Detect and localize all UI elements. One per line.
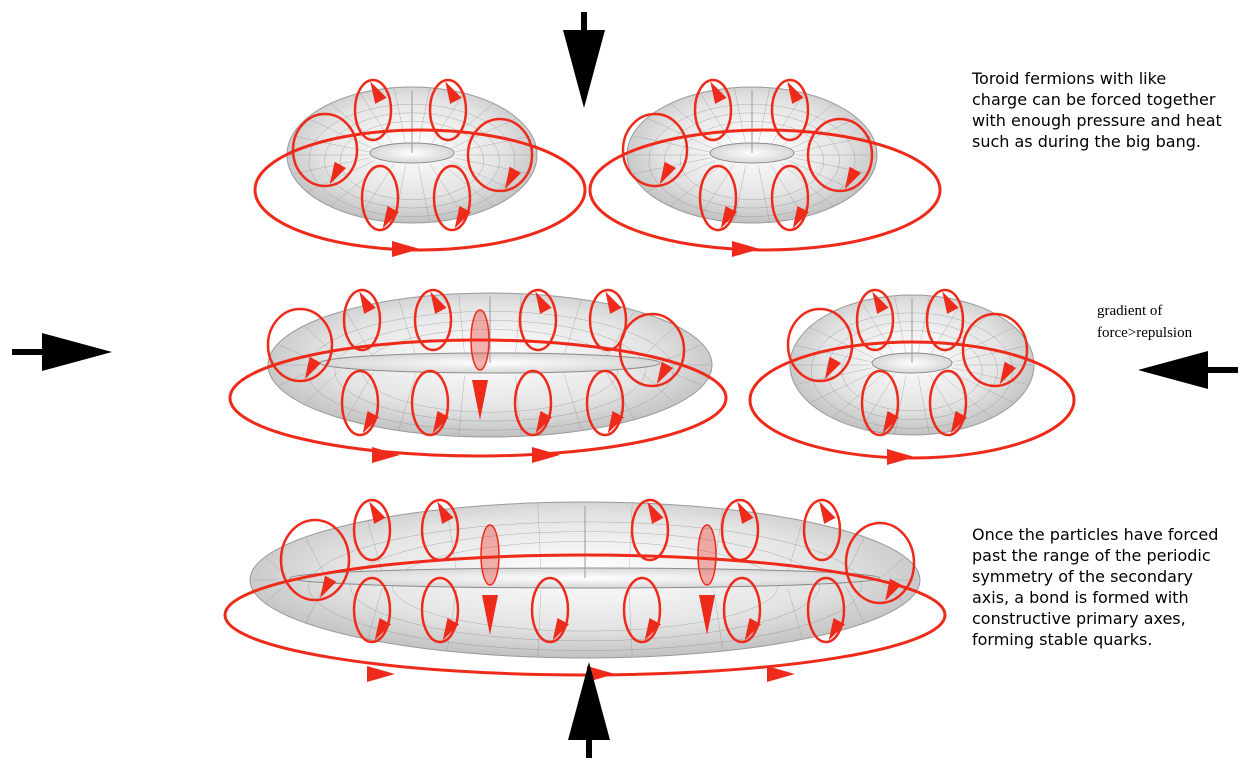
caption-top: Toroid fermions with like charge can be … xyxy=(972,68,1232,152)
pressure-arrow-right xyxy=(1138,351,1238,389)
primary-flow-arrowhead xyxy=(367,666,395,682)
caption-bottom: Once the particles have forced past the … xyxy=(972,524,1237,650)
pressure-arrow-top xyxy=(563,12,605,108)
pinch-loop-middle xyxy=(471,310,489,370)
primary-flow-arrowhead xyxy=(767,666,795,682)
primary-flow-arrowhead xyxy=(887,449,915,465)
pressure-arrow-left xyxy=(12,333,112,371)
pinch-loop-bottom-left xyxy=(481,525,499,585)
pinch-loop-bottom-right xyxy=(698,525,716,585)
pressure-arrow-head xyxy=(563,30,605,108)
torus-top-right xyxy=(627,87,877,223)
torus-top-left xyxy=(287,87,537,223)
pressure-arrow-head xyxy=(42,333,112,371)
primary-flow-arrowhead xyxy=(532,447,560,463)
gradient-label: gradient of force>repulsion xyxy=(1097,300,1237,344)
pressure-arrow-head xyxy=(1138,351,1208,389)
primary-flow-arrowhead xyxy=(392,241,420,257)
torus-middle-right xyxy=(790,295,1034,435)
primary-flow-arrowhead xyxy=(732,241,760,257)
primary-flow-arrowhead xyxy=(372,447,400,463)
